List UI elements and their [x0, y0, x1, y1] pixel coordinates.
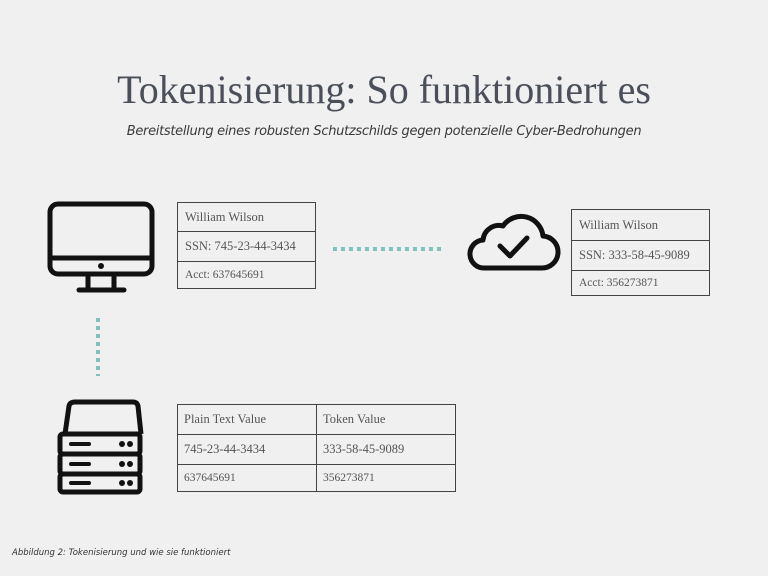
page-subtitle: Bereitstellung eines robusten Schutzschi… — [126, 124, 642, 139]
connector-vertical — [96, 318, 100, 376]
token-mapping-table: Plain Text Value Token Value 745-23-44-3… — [177, 404, 456, 492]
cloud-acct: Acct: 356273871 — [579, 277, 659, 289]
cloud-check-icon — [467, 214, 561, 271]
client-ssn: SSN: 745-23-44-3434 — [178, 232, 315, 262]
cloud-name: William Wilson — [572, 210, 709, 241]
plain-value: 637645691 — [177, 464, 317, 492]
page-title: Tokenisierung: So funktioniert es — [117, 67, 651, 112]
monitor-icon — [47, 201, 155, 293]
client-data-card: William Wilson SSN: 745-23-44-3434 Acct:… — [177, 202, 316, 289]
cloud-data-card: William Wilson SSN: 333-58-45-9089 Acct:… — [571, 209, 710, 296]
token-value: 356273871 — [316, 464, 456, 492]
client-acct: Acct: 637645691 — [185, 269, 265, 281]
figure-caption: Abbildung 2: Tokenisierung und wie sie f… — [12, 548, 231, 558]
table-row: 745-23-44-3434 333-58-45-9089 — [177, 434, 456, 465]
table-header-row: Plain Text Value Token Value — [177, 404, 456, 435]
header-token: Token Value — [316, 404, 456, 435]
table-row: 637645691 356273871 — [177, 464, 456, 492]
header-plain-text: Plain Text Value — [177, 404, 317, 435]
client-name: William Wilson — [178, 203, 315, 232]
server-icon — [57, 399, 144, 495]
cloud-ssn: SSN: 333-58-45-9089 — [572, 241, 709, 271]
plain-value: 745-23-44-3434 — [177, 434, 317, 465]
token-value: 333-58-45-9089 — [316, 434, 456, 465]
connector-horizontal — [333, 247, 445, 251]
